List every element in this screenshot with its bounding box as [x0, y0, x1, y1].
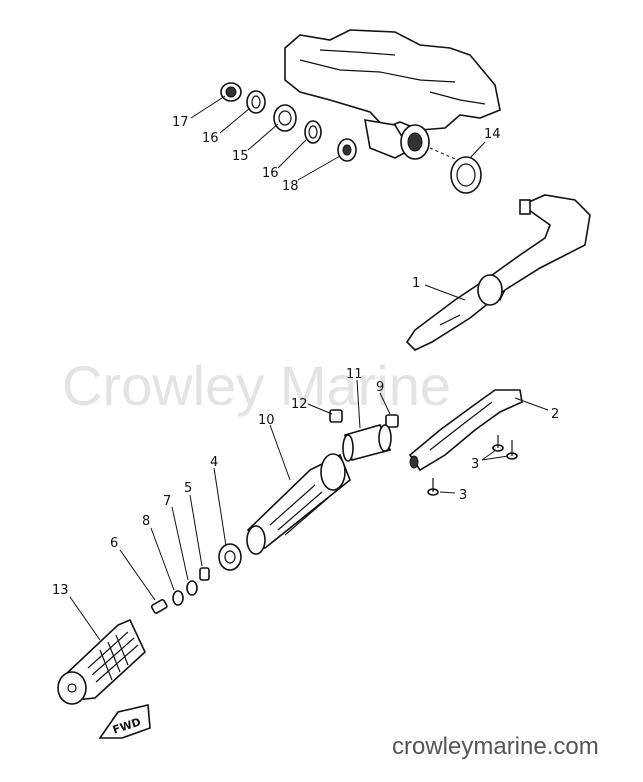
website-text: crowleymarine.com	[392, 733, 599, 760]
label-2: 2	[551, 407, 559, 422]
label-3-lower: 3	[459, 488, 467, 503]
part-3-screws	[427, 435, 518, 496]
label-17: 17	[172, 115, 189, 130]
part-9-bolt	[385, 414, 399, 428]
part-17-nut	[220, 82, 242, 102]
part-10-throttle-shaft	[246, 453, 351, 555]
label-13: 13	[52, 583, 69, 598]
label-14: 14	[484, 127, 501, 142]
label-7: 7	[163, 494, 171, 509]
label-16-upper: 16	[202, 131, 219, 146]
part-18-washer	[337, 138, 357, 162]
part-12-bolt	[329, 409, 343, 423]
part-4-knob	[218, 543, 242, 571]
part-6-bolt	[150, 598, 168, 614]
part-16-washer-upper	[246, 90, 266, 114]
label-16-lower: 16	[262, 166, 279, 181]
label-3-upper: 3	[471, 457, 479, 472]
bracket-housing	[284, 29, 501, 163]
label-18: 18	[282, 179, 299, 194]
fwd-arrow-icon: FWD	[98, 704, 151, 739]
part-5-spring	[199, 567, 210, 581]
label-6: 6	[110, 536, 118, 551]
label-15: 15	[232, 149, 249, 164]
part-16-washer-lower	[304, 120, 322, 144]
part-8-washer	[172, 590, 184, 606]
leader-lines	[69, 95, 549, 641]
part-2-bracket	[408, 389, 523, 472]
label-4: 4	[210, 455, 218, 470]
label-11: 11	[346, 367, 363, 382]
part-1-tiller-arm	[405, 194, 591, 351]
part-11-ring	[342, 424, 392, 462]
label-5: 5	[184, 481, 192, 496]
label-1: 1	[412, 276, 420, 291]
part-14-bushing	[450, 156, 482, 194]
part-15-collar	[273, 104, 297, 132]
watermark-text: Crowley Marine	[62, 354, 451, 417]
label-8: 8	[142, 514, 150, 529]
label-9: 9	[376, 380, 384, 395]
part-13-throttle-grip	[57, 618, 146, 705]
part-labels: 17 16 15 16 18 14 1 2 3 3 4 5 7 8 6 13 1…	[52, 115, 559, 598]
label-10: 10	[258, 413, 275, 428]
part-7-washer	[186, 580, 198, 596]
label-12: 12	[291, 397, 308, 412]
